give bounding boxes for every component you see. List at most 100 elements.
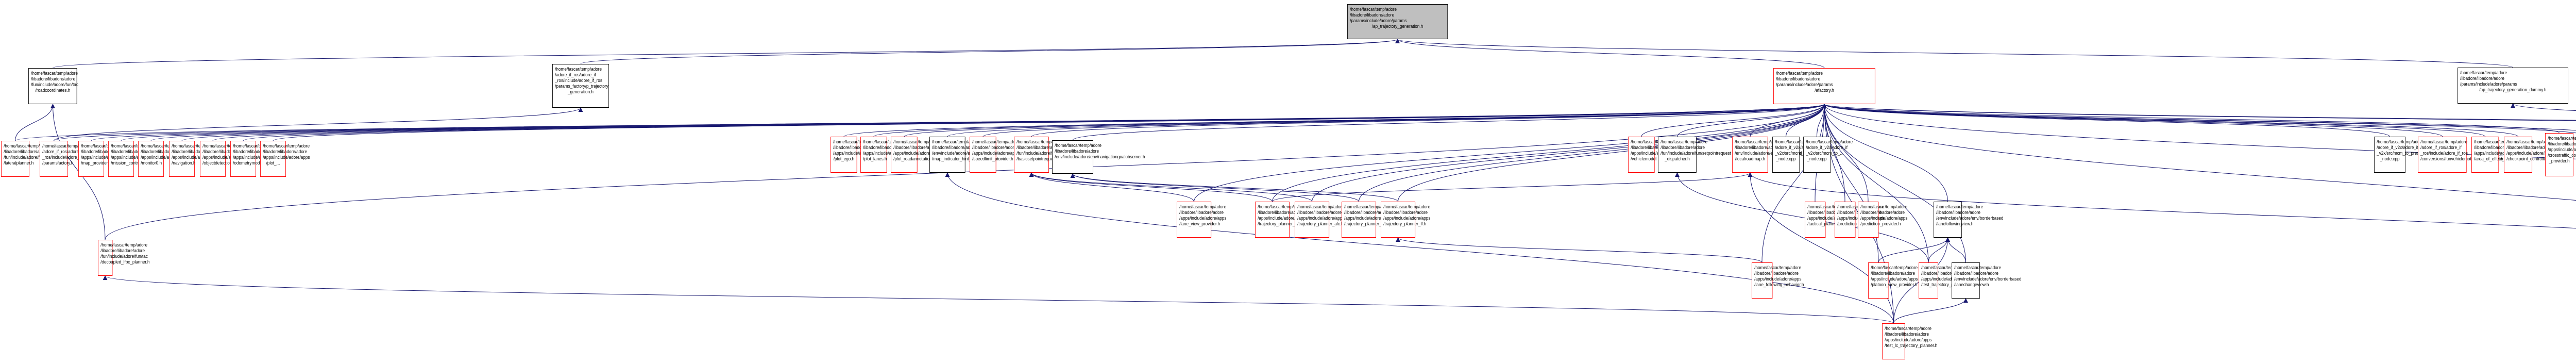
graph-node-tp-lf[interactable]: /home/fascar/temp/adore/libadore/libador… [1381,202,1431,238]
graph-node-odometrymodel[interactable]: /home/fascar/temp/adore/libadore/libador… [230,141,280,177]
node-label-line: /monitor0.h [141,160,162,166]
node-label-line: /home/fascar/temp/adore [1631,139,1677,145]
node-label-line: /home/fascar/temp/adore [863,139,910,145]
graph-node-objectdetectionmodel[interactable]: /home/fascar/temp/adore/libadore/libador… [200,141,249,177]
node-label-line: /libadore/libadore/adore [1631,145,1675,151]
graph-node-map-provider[interactable]: /home/fascar/temp/adore/libadore/libador… [78,141,128,177]
graph-node-navgoalobserver[interactable]: /home/fascar/temp/adore/libadore/libador… [1052,140,1145,174]
edge-roadcoordinates-to-root [53,39,1400,69]
edge-tp_lm-to-afactory [1359,104,1827,202]
node-label-line: /home/fascar/temp/adore [1775,139,1822,145]
edge-area_of_effect-to-afactory [1822,104,2485,137]
graph-node-setpoint-dispatcher[interactable]: /home/fascar/temp/adore/libadore/libador… [1658,137,1731,173]
graph-node-map-indicator-hint[interactable]: /home/fascar/temp/adore/libadore/libador… [929,137,999,173]
graph-node-lateralplanner[interactable]: /home/fascar/temp/adore/libadore/libador… [1,141,51,177]
node-label-line: /roadcoordinates.h [35,88,71,93]
graph-node-platoon-view-provider[interactable]: /home/fascar/temp/adore/libadore/libador… [1868,262,1918,299]
graph-node-plot-graph[interactable]: /home/fascar/temp/adore/libadore/libador… [260,141,310,177]
graph-node-mcm-to-prediction[interactable]: /home/fascar/temp/adore/adore_if_v2x/ado… [2374,137,2429,173]
graph-node-tactical-planner[interactable]: /home/fascar/temp/adore/libadore/libador… [1805,202,1854,238]
node-label-line: /adore_if_v2x/adore_if [1806,145,1848,151]
edge-prediction_provider-to-afactory [1822,104,1869,202]
node-label-line: /libadore/libadore/adore [893,145,938,151]
node-label-line: /apps/include/adore/apps [81,155,128,160]
graph-node-lanefollowingview[interactable]: /home/fascar/temp/adore/libadore/libador… [1934,202,2004,238]
node-label-line: /afactory.h [1815,88,1834,93]
graph-node-ap-dummy[interactable]: /home/fascar/temp/adore/libadore/libador… [2458,68,2568,104]
edge-tp_lf-to-afactory [1398,104,1827,202]
node-label-line: /adore_if_v2x/adore_if [1775,145,1817,151]
graph-node-tp-lm[interactable]: /home/fascar/temp/adore/libadore/libador… [1342,202,1391,238]
node-label-line: /home/fascar/temp/adore [1350,7,1397,12]
node-label-line: /trajectory_planner_alc.h [1297,221,1344,227]
graph-node-tp-lc[interactable]: /home/fascar/temp/adore/libadore/libador… [1255,202,1304,238]
graph-node-test-lc-tp[interactable]: /home/fascar/temp/adore/libadore/libador… [1882,323,1937,359]
graph-node-lane-view-provider[interactable]: /home/fascar/temp/adore/libadore/libador… [1177,202,1226,238]
graph-node-plot-ego[interactable]: /home/fascar/temp/adore/libadore/libador… [831,137,880,173]
node-label-line: /plot_roadannotations.h [893,156,938,162]
graph-node-root[interactable]: /home/fascar/temp/adore/libadore/libador… [1347,4,1448,39]
graph-node-navigation[interactable]: /home/fascar/temp/adore/libadore/libador… [169,141,218,177]
edge-tp_lc-to-afactory [1272,104,1827,202]
graph-node-funvehiclemotion[interactable]: /home/fascar/temp/adore/adore_if_ros/ado… [2418,137,2507,173]
node-label-line: /home/fascar/temp/adore [972,139,1019,145]
graph-node-paramsfactory[interactable]: /home/fascar/temp/adore/adore_if_ros/ado… [40,141,90,177]
node-label-line: /params/include/adore/params [2460,81,2517,87]
graph-node-basicsetpoint[interactable]: /home/fascar/temp/adore/libadore/libador… [1014,137,1079,173]
node-label-line: /home/fascar/temp/adore [4,143,50,149]
graph-node-plot-lanes[interactable]: /home/fascar/temp/adore/libadore/libador… [860,137,910,173]
node-label-line: /libadore/libadore/adore [1871,271,1916,276]
node-label-line: /home/fascar/temp/adore [100,242,147,248]
node-label-line: /fun/include/adore/fun/tac [1016,151,1064,156]
graph-node-area-of-effect[interactable]: /home/fascar/temp/adore/libadore/libador… [2471,137,2523,173]
node-label-line: /params/include/adore/params [1776,82,1833,88]
node-label-line: /apps/include/adore/apps [2506,151,2554,156]
graph-node-decoupled-lfbc[interactable]: /home/fascar/temp/adore/libadore/libador… [98,240,150,276]
node-label-line: /libadore/libadore/adore [111,149,156,155]
edge-funvehiclemotion-to-afactory [1822,104,2443,137]
graph-node-roadcoordinates[interactable]: /home/fascar/temp/adore/libadore/libador… [28,68,78,104]
edge-localizationmodel-to-afactory [1822,104,2576,121]
node-label-line: /home/fascar/temp/adore [893,139,940,145]
edge-lane_view_provider-to-basicsetpoint [1029,172,1194,202]
graph-node-localroadmap[interactable]: /home/fascar/temp/adore/libadore/libador… [1732,137,1802,173]
graph-node-afactory[interactable]: /home/fascar/temp/adore/libadore/libador… [1773,68,1875,104]
node-label-line: /conversions/funvehiclemotionstateconver… [2420,156,2507,162]
graph-node-monitor0[interactable]: /home/fascar/temp/adore/libadore/libador… [138,141,188,177]
node-label-line: /crosstraffic_constraint [2548,153,2576,158]
node-label-line: /apps/include/adore/apps [2474,151,2521,156]
graph-node-speedlimit-provider[interactable]: /home/fascar/temp/adore/libadore/libador… [970,137,1019,173]
graph-node-mcm-to-platoon[interactable]: /home/fascar/temp/adore/adore_if_v2x/ado… [1772,137,1823,173]
node-label-line: /libadore/libadore/adore [1807,210,1852,216]
graph-node-test-trajectory-planner[interactable]: /home/fascar/temp/adore/libadore/libador… [1919,262,1969,299]
graph-node-p-trajgen[interactable]: /home/fascar/temp/adore/adore_if_ros/ado… [552,64,609,108]
graph-node-crosstraffic[interactable]: /home/fascar/temp/adore/libadore/libador… [2545,133,2576,176]
node-label-line: /adore_if_ros/adore_if [42,149,83,155]
node-label-line: _node.cpp [1807,156,1827,162]
graph-node-checkpoint-controller[interactable]: /home/fascar/temp/adore/libadore/libador… [2504,137,2554,173]
graph-node-mcm-to-x[interactable]: /home/fascar/temp/adore/adore_if_v2x/ado… [1803,137,1853,173]
graph-node-plot-roadannotations[interactable]: /home/fascar/temp/adore/libadore/libador… [891,137,940,173]
graph-node-lane-following-behavior[interactable]: /home/fascar/temp/adore/libadore/libador… [1752,262,1804,299]
node-label-line: /home/fascar/temp/adore [263,143,310,149]
edge-test_mrm_planner-to-afactory [1822,104,2576,201]
graph-node-prediction-filter[interactable]: /home/fascar/temp/adore/libadore/libador… [1835,202,1884,238]
node-label-line: /home/fascar/temp/adore [932,139,979,145]
graph-node-tp-alc[interactable]: /home/fascar/temp/adore/libadore/libador… [1295,202,1344,238]
graph-node-vehiclemodel[interactable]: /home/fascar/temp/adore/libadore/libador… [1628,137,1677,173]
node-label-line: /apps/include/adore/apps [111,155,158,160]
node-label-line: /paramsfactory.h [42,160,74,166]
node-label-line: /decoupled_lfbc_planner.h [100,259,150,265]
edge-platoon_view_provider-to-lanefollowingview [1878,237,1950,263]
node-label-line: /home/fascar/temp/adore [42,143,89,149]
graph-node-lanechangeview[interactable]: /home/fascar/temp/adore/libadore/libador… [1952,262,2022,299]
graph-node-prediction-provider[interactable]: /home/fascar/temp/adore/libadore/libador… [1858,202,1907,238]
node-label-line: /libadore/libadore/adore [100,248,145,254]
node-label-line: /apps/include/adore/apps [233,155,280,160]
node-label-line: /libadore/libadore/adore [31,76,76,82]
node-label-line: /home/fascar/temp/adore [2548,136,2576,141]
node-label-line: /home/fascar/temp/adore [202,143,249,149]
graph-node-mission-controller[interactable]: /home/fascar/temp/adore/libadore/libador… [108,141,158,177]
node-label-line: /home/fascar/temp/adore [233,143,280,149]
node-label-line: /apps/include/adore/apps [1383,216,1431,221]
